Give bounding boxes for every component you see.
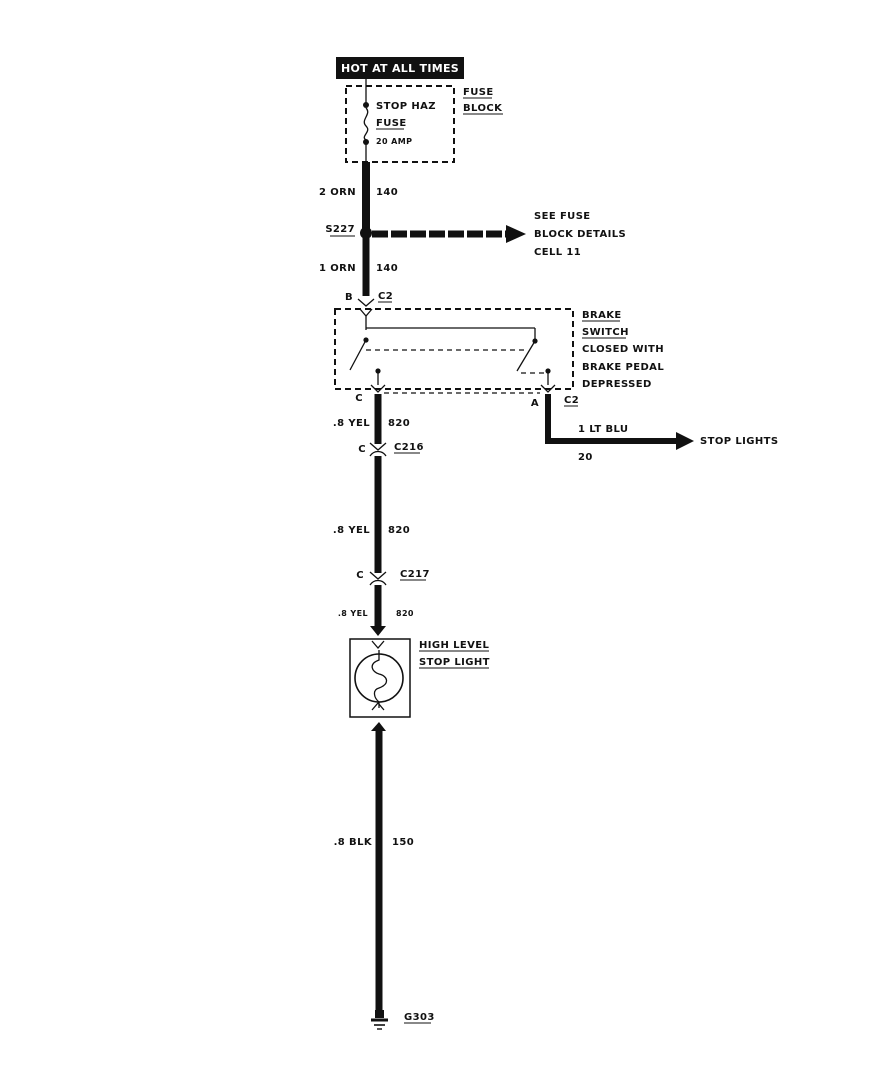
splice-ref-3: CELL 11 [534, 247, 581, 258]
connector-c2-top-id: C2 [378, 291, 393, 302]
fuse-block: STOP HAZ FUSE 20 AMP FUSE BLOCK [345, 79, 503, 163]
splice-ref-2: BLOCK DETAILS [534, 229, 626, 240]
connector-c217-pin: C [356, 570, 364, 581]
connector-c2-bottom-left-pin: C [355, 393, 363, 404]
brake-switch: BRAKE SWITCH CLOSED WITH BRAKE PEDAL DEP… [334, 308, 664, 393]
connector-c2-bottom-right-pin: A [531, 398, 539, 409]
connector-c216-chevron-male-icon [369, 442, 387, 451]
connector-c216-chevron-female-icon [369, 450, 387, 457]
wire-820-segment-3-circuit: 820 [396, 609, 414, 618]
wire-20-ltblu-color: 1 LT BLU [578, 424, 628, 435]
brake-switch-desc-2: BRAKE PEDAL [582, 362, 664, 373]
splice-id: S227 [325, 224, 355, 235]
power-header-box [336, 57, 464, 79]
fuse-word: FUSE [376, 118, 407, 129]
fuse-block-outline [345, 85, 455, 163]
wire-820-segment-2-color: .8 YEL [333, 525, 370, 536]
fuse-block-title-1: FUSE [463, 87, 494, 98]
connector-c2-bottom-right-id: C2 [564, 395, 579, 406]
brake-switch-exit-right-chevron-icon [540, 384, 556, 393]
stop-lights-label: STOP LIGHTS [700, 436, 778, 447]
brake-switch-desc-1: CLOSED WITH [582, 344, 664, 355]
ground-id: G303 [404, 1012, 435, 1023]
bulb-icon [354, 653, 404, 703]
wire-820-arrow-icon [370, 626, 386, 636]
wire-140-2orn-circuit: 140 [376, 187, 398, 198]
fuse-terminal-top [363, 102, 369, 108]
fuse-name: STOP HAZ [376, 101, 436, 112]
connector-c2-top-chevron-icon [357, 298, 375, 307]
stop-light-title-2: STOP LIGHT [419, 657, 490, 668]
wire-820-segment-1-circuit: 820 [388, 418, 410, 429]
wire-820-segment-1-color: .8 YEL [333, 418, 370, 429]
connector-c2-top-pin: B [345, 292, 353, 303]
brake-switch-entry-chevron-icon [359, 308, 373, 317]
connector-c216-id: C216 [394, 442, 424, 453]
splice-ref-1: SEE FUSE [534, 211, 591, 222]
splice-dot [360, 227, 372, 239]
connector-c217-id: C217 [400, 569, 430, 580]
wire-140-1orn-circuit: 140 [376, 263, 398, 274]
brake-switch-title-2: SWITCH [582, 327, 629, 338]
stop-light-title-1: HIGH LEVEL [419, 640, 490, 651]
connector-c217-chevron-female-icon [369, 579, 387, 586]
fuse-block-title-2: BLOCK [463, 103, 503, 114]
brake-switch-outline [334, 308, 574, 390]
wire-20-ltblu [545, 394, 678, 444]
wire-140-1orn-color: 1 ORN [319, 263, 356, 274]
power-header-label: HOT AT ALL TIMES [341, 62, 459, 75]
wire-820-segment-2-circuit: 820 [388, 525, 410, 536]
connector-c216: C C216 [358, 442, 424, 457]
connector-c2-top: B C2 [345, 291, 393, 307]
power-source-header: HOT AT ALL TIMES [336, 57, 464, 79]
fuse-rating: 20 AMP [376, 137, 412, 146]
brake-switch-left-blade-icon [349, 339, 367, 371]
high-level-stop-light: HIGH LEVEL STOP LIGHT [349, 638, 490, 718]
fuse-element-icon [363, 107, 369, 141]
stop-lights-arrow-icon [676, 432, 694, 450]
wire-150-blk-circuit: 150 [392, 837, 414, 848]
brake-switch-desc-3: DEPRESSED [582, 379, 652, 390]
stop-light-bottom-terminal-icon [371, 702, 385, 711]
connector-c217: C C217 [356, 569, 430, 586]
splice-branch-arrow-icon [506, 225, 526, 243]
stop-light-top-terminal-icon [371, 640, 385, 649]
wire-140-2orn-color: 2 ORN [319, 187, 356, 198]
brake-switch-title-1: BRAKE [582, 310, 622, 321]
stop-lights-branch: 1 LT BLU 20 STOP LIGHTS [545, 394, 778, 463]
connector-c216-pin: C [358, 444, 366, 455]
bulb-filament-icon [371, 650, 388, 708]
wire-20-ltblu-circuit: 20 [578, 452, 593, 463]
brake-switch-exit-left-chevron-icon [370, 384, 386, 393]
connector-c217-chevron-male-icon [369, 571, 387, 580]
brake-switch-right-blade-icon [516, 340, 536, 372]
wire-820-segment-3-color: .8 YEL [338, 609, 368, 618]
wire-150-arrow-icon [371, 722, 386, 731]
splice-s227: S227 SEE FUSE BLOCK DETAILS CELL 11 [325, 211, 626, 258]
wire-150-blk-color: .8 BLK [334, 837, 373, 848]
stop-light-housing [349, 638, 411, 718]
ground-g303: G303 [371, 1010, 435, 1030]
ground-stud [375, 1010, 384, 1018]
